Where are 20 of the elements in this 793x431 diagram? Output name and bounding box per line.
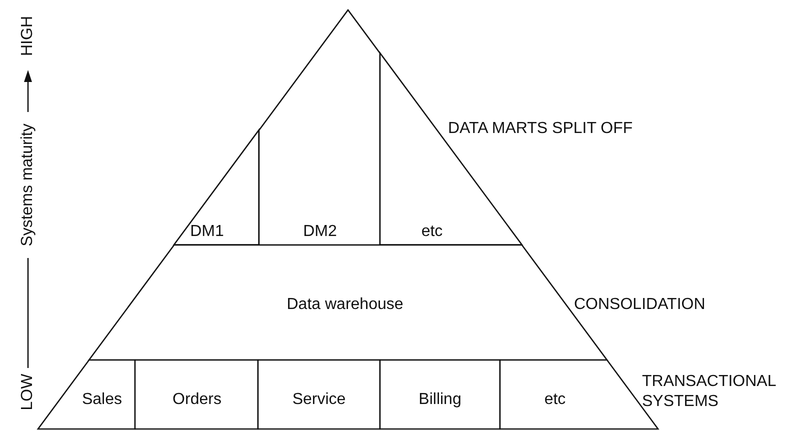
pyramid-segment [380, 360, 500, 429]
level-label: TRANSACTIONAL SYSTEMS [642, 372, 777, 412]
pyramid-segment [38, 360, 135, 429]
segment-label: Billing [418, 391, 462, 409]
segment-label: DM1 [190, 222, 224, 241]
axis-label: LOW [19, 374, 37, 410]
segment-label: etc [421, 222, 443, 241]
axis-label: HIGH [19, 16, 37, 56]
pyramid-segment [258, 360, 380, 429]
axis-label: Systems maturity [19, 124, 37, 246]
pyramid-segment [135, 360, 258, 429]
level-label: DATA MARTS SPLIT OFF [448, 120, 633, 138]
segment-label: etc [544, 391, 566, 409]
segment-label: Data warehouse [286, 296, 404, 314]
segment-label: Orders [172, 391, 222, 409]
segment-label: DM2 [303, 223, 337, 241]
segment-label: Sales [82, 391, 122, 409]
pyramid-segment [174, 130, 259, 245]
segment-label: Service [292, 391, 346, 409]
level-label: CONSOLIDATION [574, 296, 706, 314]
